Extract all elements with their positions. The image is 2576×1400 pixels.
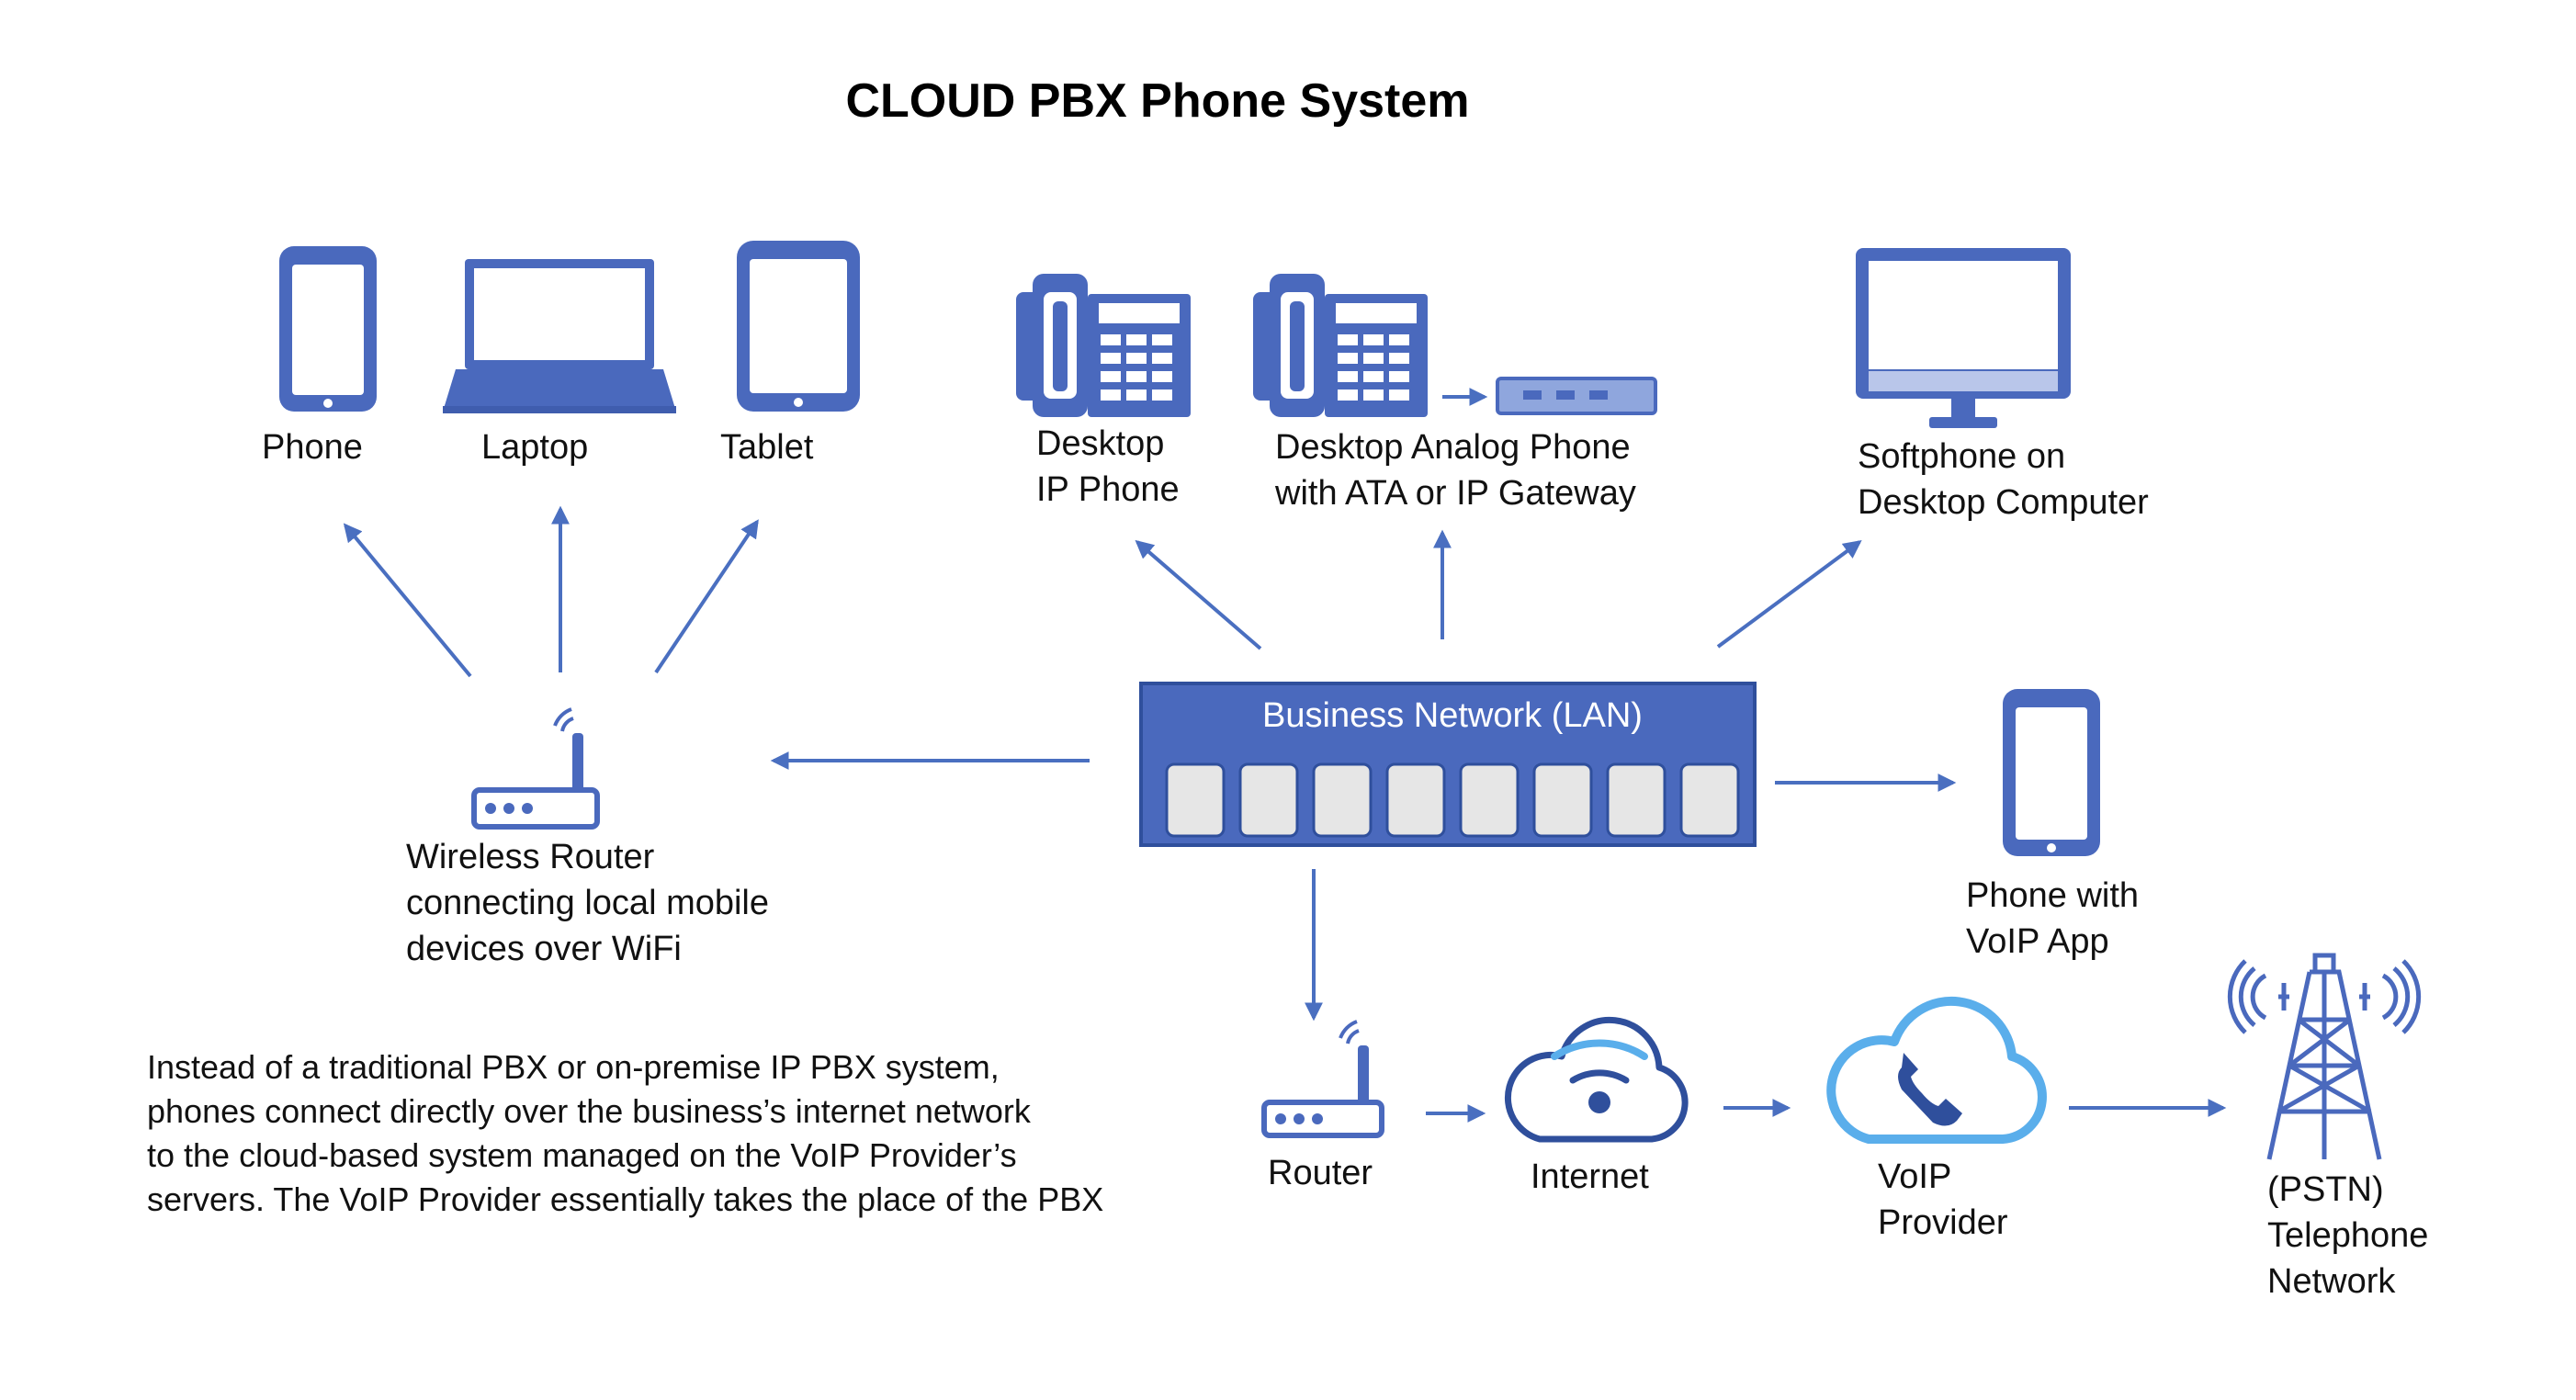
lan-port [1165, 762, 1226, 838]
wireless-router-label-1: Wireless Router [406, 838, 655, 876]
voip-app-phone-icon [2003, 689, 2100, 856]
lan-label: Business Network (LAN) [1262, 696, 1643, 735]
lan-port [1312, 762, 1373, 838]
arrow-lan-to-softphone [1716, 540, 1862, 649]
analog-phone-label-1: Desktop Analog Phone [1275, 428, 1631, 467]
softphone-label-1: Softphone on [1858, 437, 2066, 476]
phone-label: Phone [262, 428, 363, 467]
voip-provider-cloud-icon [1826, 996, 2047, 1144]
lan-port [1532, 762, 1593, 838]
wireless-router-icon [471, 707, 600, 830]
pstn-label-2: Telephone [2267, 1216, 2429, 1255]
mobile-phone-icon [279, 246, 377, 412]
router-icon [1261, 1020, 1384, 1138]
laptop-icon [443, 259, 676, 413]
voip-phone-label-1: Phone with [1966, 876, 2140, 915]
page-title: CLOUD PBX Phone System [845, 74, 1470, 128]
pstn-label-3: Network [2267, 1262, 2396, 1301]
voip-phone-label-2: VoIP App [1966, 922, 2109, 961]
lan-port [1679, 762, 1740, 838]
description-line: servers. The VoIP Provider essentially t… [147, 1180, 1104, 1218]
router-label: Router [1268, 1154, 1373, 1192]
arrow-router-to-tablet [654, 519, 759, 674]
desk-ip-phone-icon [1016, 274, 1191, 417]
description-line: to the cloud-based system managed on the… [147, 1136, 1017, 1174]
description-text: Instead of a traditional PBX or on-premi… [147, 1045, 1103, 1222]
softphone-label-2: Desktop Computer [1858, 483, 2149, 522]
lan-port [1606, 762, 1666, 838]
tablet-icon [737, 241, 860, 412]
internet-cloud-icon [1504, 1016, 1689, 1143]
lan-port [1238, 762, 1299, 838]
pstn-label-1: (PSTN) [2267, 1170, 2384, 1209]
desktop-ip-phone-label-2: IP Phone [1036, 470, 1180, 509]
analog-phone-icon [1253, 274, 1428, 417]
arrow-router-to-phone [343, 523, 472, 678]
lan-switch [1139, 682, 1757, 847]
laptop-label: Laptop [481, 428, 589, 467]
analog-phone-label-2: with ATA or IP Gateway [1275, 474, 1636, 513]
lan-port [1385, 762, 1446, 838]
wireless-router-label-3: devices over WiFi [406, 930, 682, 968]
voip-provider-label-1: VoIP [1878, 1157, 1952, 1196]
tablet-label: Tablet [720, 428, 814, 467]
cell-tower-icon [2227, 953, 2422, 1160]
ata-gateway-icon [1496, 377, 1657, 415]
wireless-router-label-2: connecting local mobile [406, 884, 770, 922]
description-line: phones connect directly over the busines… [147, 1092, 1031, 1130]
desktop-computer-icon [1856, 248, 2071, 428]
lan-port [1459, 762, 1520, 838]
description-line: Instead of a traditional PBX or on-premi… [147, 1048, 1000, 1086]
voip-provider-label-2: Provider [1878, 1203, 2008, 1242]
arrow-lan-to-ip-phone [1135, 539, 1262, 650]
desktop-ip-phone-label-1: Desktop [1036, 424, 1165, 463]
internet-label: Internet [1531, 1157, 1649, 1196]
